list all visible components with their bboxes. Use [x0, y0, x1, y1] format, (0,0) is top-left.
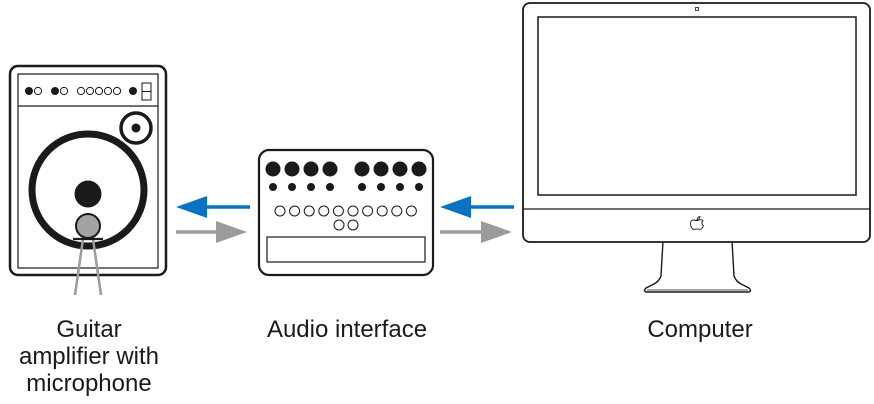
- interface-jack: [391, 205, 403, 217]
- interface-jack: [303, 205, 315, 217]
- amp-knob: [76, 86, 86, 96]
- audio-interface: [257, 148, 435, 277]
- interface-knob: [411, 161, 427, 177]
- interface-small-knob: [396, 183, 404, 191]
- amp-label-line: Guitar: [56, 316, 122, 343]
- interface-jack: [289, 205, 301, 217]
- interface-computer-arrows: [440, 196, 514, 243]
- apple-logo-icon: [690, 215, 704, 230]
- interface-jack: [333, 219, 345, 231]
- interface-jack: [347, 205, 359, 217]
- arrow-to-interface-from-computer: [440, 196, 514, 218]
- arrow-to-amp: [176, 196, 250, 218]
- interface-display: [266, 236, 426, 263]
- interface-label: Audio interface: [266, 316, 428, 343]
- interface-small-knob: [269, 183, 277, 191]
- arrow-right-icon: [481, 221, 512, 243]
- amp-label-line: amplifier with: [18, 343, 160, 370]
- interface-jack: [362, 205, 374, 217]
- amp-knob: [51, 87, 59, 95]
- interface-small-knob: [377, 183, 385, 191]
- interface-jack: [405, 205, 417, 217]
- amp-knob: [103, 86, 113, 96]
- interface-small-knob: [307, 183, 315, 191]
- amp-knob: [59, 86, 69, 96]
- interface-knob: [284, 161, 300, 177]
- computer-screen: [537, 16, 857, 196]
- computer: [522, 2, 871, 293]
- amp-label-line: microphone: [26, 370, 152, 397]
- arrow-left-icon: [176, 196, 207, 218]
- amp-tweeter-center: [131, 123, 141, 133]
- arrow-right-icon: [216, 221, 247, 243]
- interface-knob: [322, 161, 338, 177]
- interface-small-knobs: [269, 183, 423, 191]
- interface-large-knobs: [265, 161, 427, 177]
- interface-knob: [373, 161, 389, 177]
- interface-small-knob: [326, 183, 334, 191]
- interface-small-knob: [415, 183, 423, 191]
- interface-knob: [265, 161, 281, 177]
- interface-jack: [274, 205, 286, 217]
- computer-label: Computer: [647, 316, 753, 343]
- arrow-left-icon: [440, 196, 471, 218]
- amp-knob: [85, 86, 95, 96]
- microphone: [73, 213, 103, 296]
- amp-inner-frame: [17, 73, 159, 269]
- arrow-to-interface: [176, 221, 247, 243]
- interface-jack: [347, 219, 359, 231]
- amp-knob: [25, 87, 33, 95]
- mic-head: [75, 213, 101, 239]
- guitar-amplifier: [8, 64, 168, 277]
- amp-control-panel: [25, 82, 152, 101]
- interface-input-jacks: [274, 205, 417, 231]
- amp-knob: [129, 87, 137, 95]
- interface-jack: [318, 205, 330, 217]
- computer-stand: [643, 240, 752, 293]
- amp-interface-arrows: [176, 196, 250, 243]
- mic-stand-leg: [91, 238, 103, 296]
- interface-knob: [303, 161, 319, 177]
- interface-knob: [354, 161, 370, 177]
- amp-knob: [94, 86, 104, 96]
- mic-stand-leg: [73, 238, 85, 296]
- camera-icon: [695, 7, 699, 11]
- amp-label: Guitar amplifier with microphone: [0, 316, 178, 397]
- interface-small-knob: [358, 183, 366, 191]
- amp-speaker-dustcap: [74, 180, 102, 208]
- amp-knob: [33, 86, 43, 96]
- amp-knob: [112, 86, 122, 96]
- interface-jack: [332, 205, 344, 217]
- arrow-to-computer: [440, 221, 512, 243]
- interface-knob: [392, 161, 408, 177]
- interface-jack: [376, 205, 388, 217]
- interface-small-knob: [288, 183, 296, 191]
